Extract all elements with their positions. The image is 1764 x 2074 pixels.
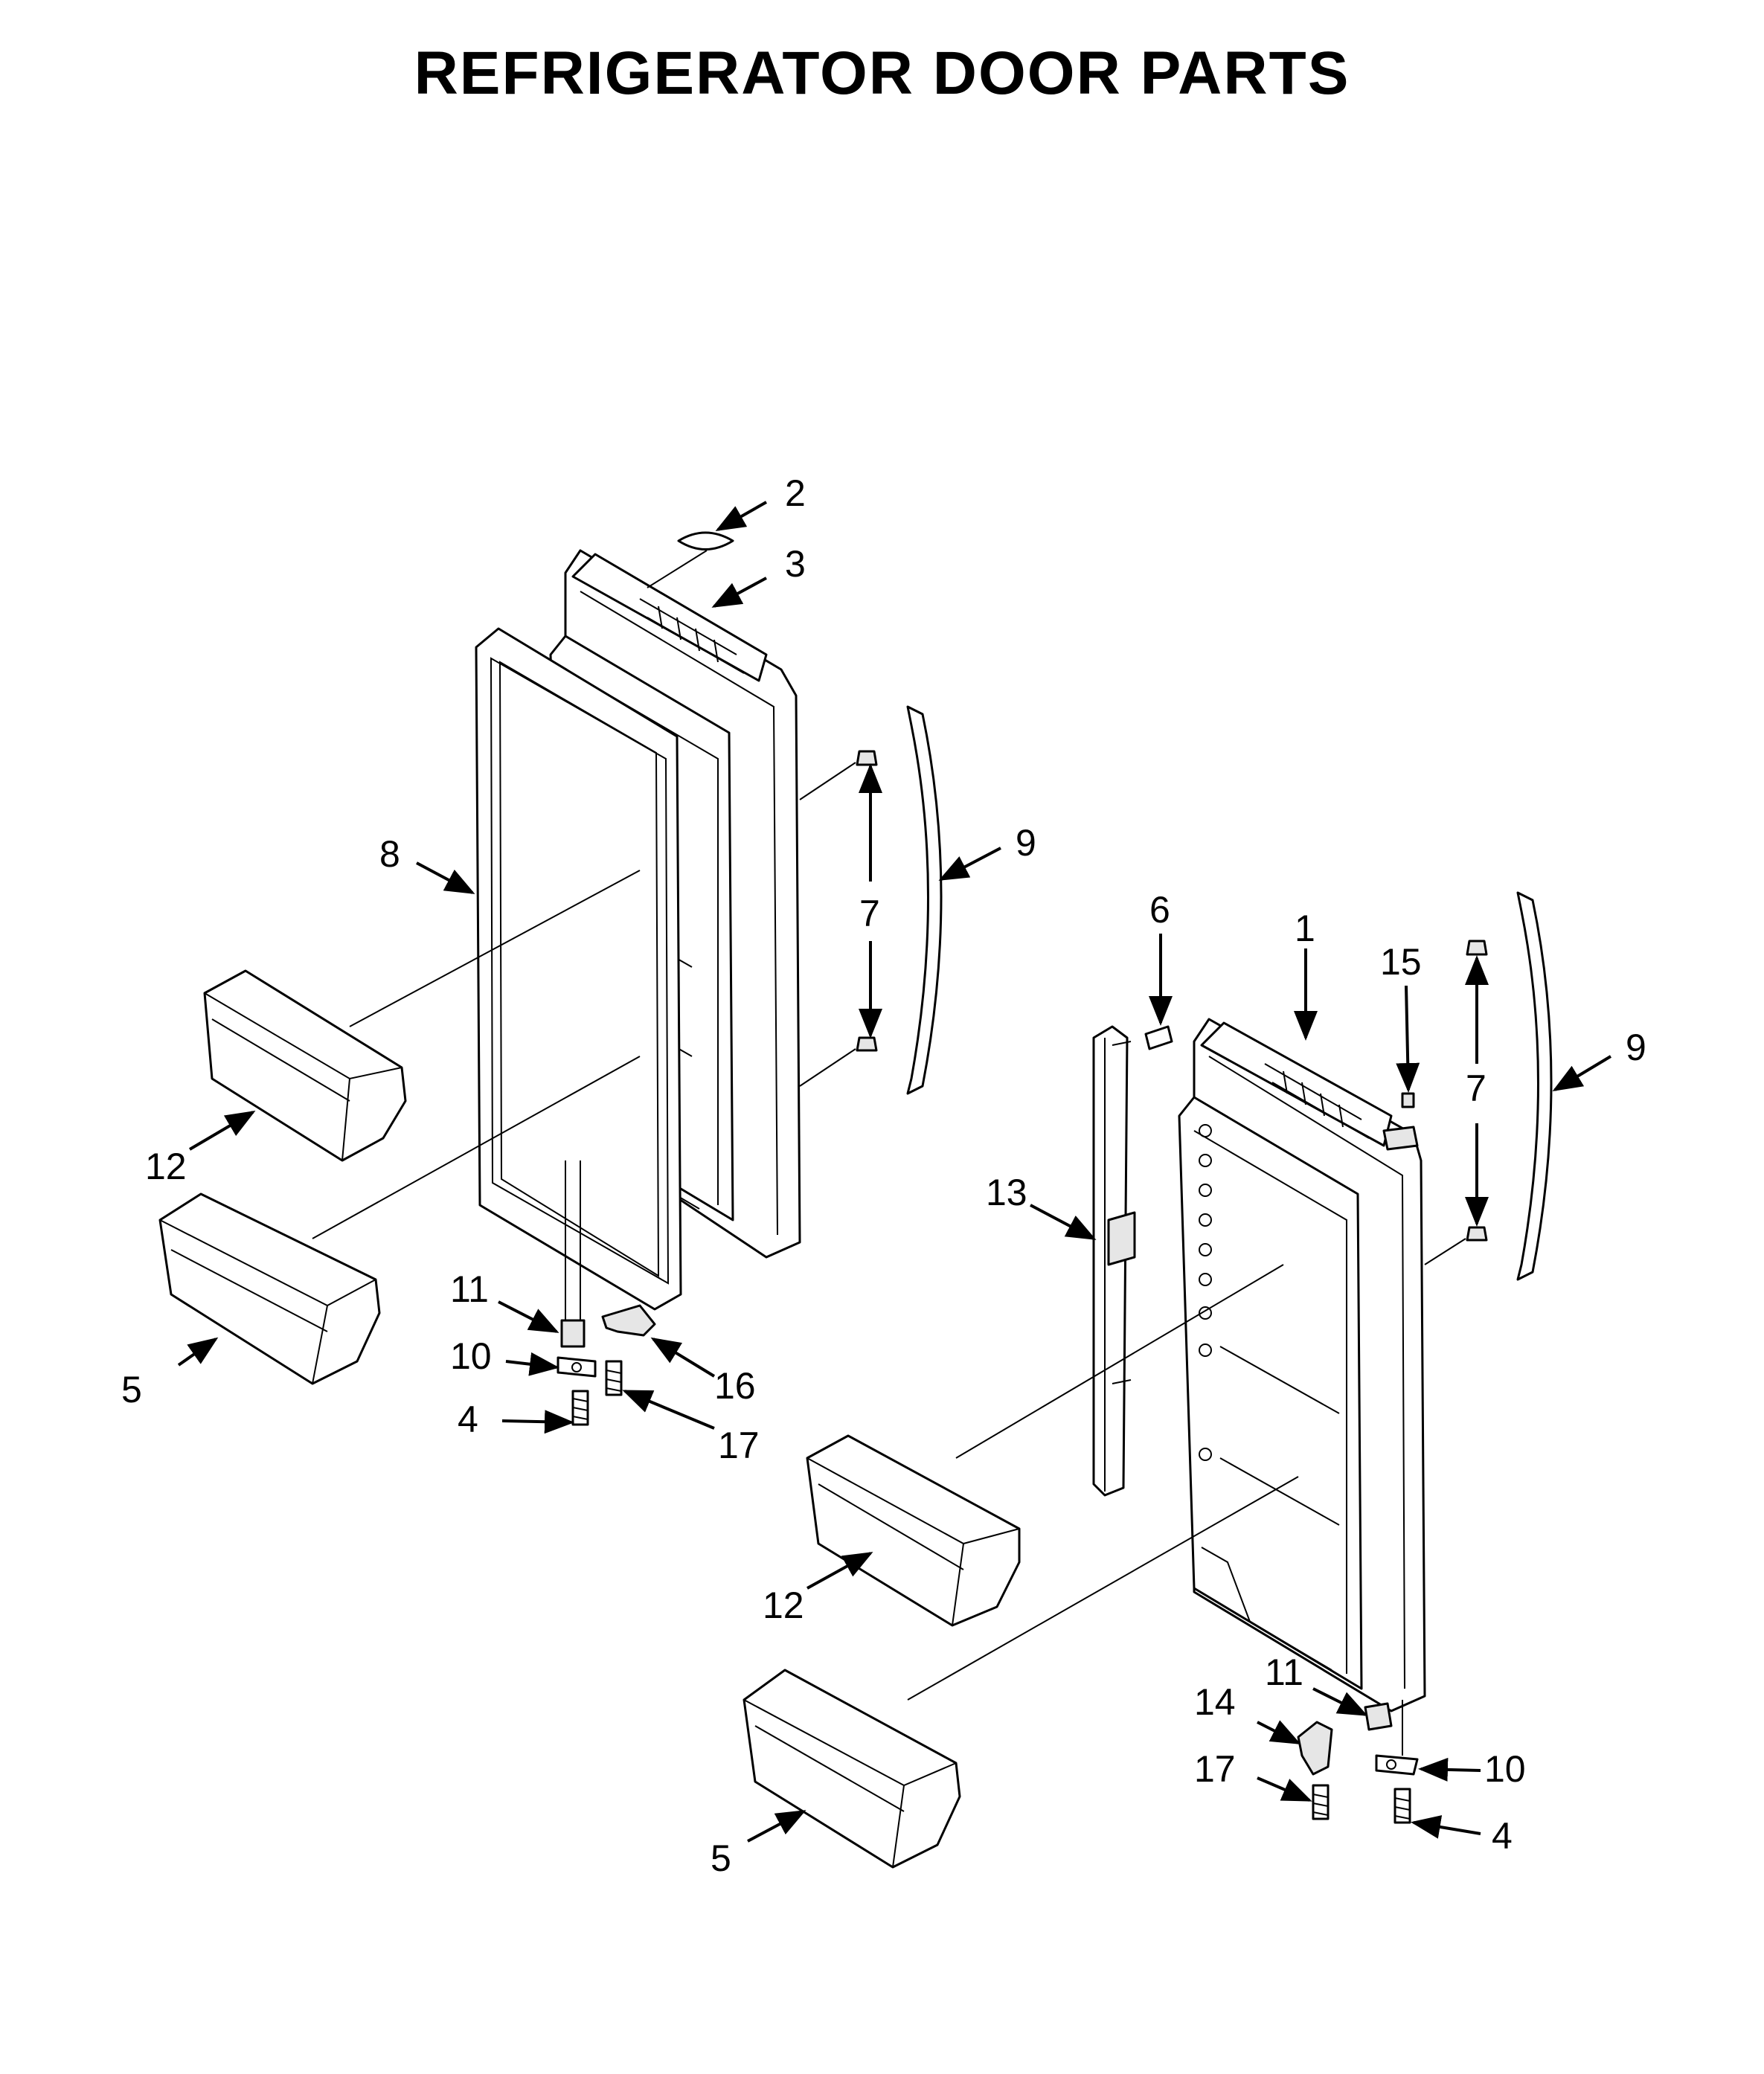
callout-10-right: 10 [1484,1748,1526,1790]
part-4 [571,1390,589,1426]
callout-12-right: 12 [763,1585,804,1626]
part-11 [560,1319,586,1348]
callout-17-left: 17 [718,1425,760,1466]
left-bin-12 [203,870,641,1162]
callout-12-left: 12 [145,1146,187,1187]
callout-14: 14 [1194,1681,1236,1723]
callout-9-left: 9 [1016,822,1036,864]
callout-17-right: 17 [1194,1748,1236,1790]
callout-5-right: 5 [711,1837,731,1879]
right-bin-5 [743,1476,1299,1869]
callout-1: 1 [1295,908,1315,949]
callout-16: 16 [714,1365,756,1407]
callout-3: 3 [785,543,806,585]
part-9-left [906,705,943,1095]
part-14 [1297,1721,1333,1776]
callout-6: 6 [1149,889,1170,931]
callout-2: 2 [785,472,806,514]
left-bin-5 [158,1056,641,1385]
left-door-assembly [475,531,943,1426]
part-17 [605,1360,623,1396]
callout-labels: 2 3 8 9 7 12 5 11 10 16 4 17 6 1 15 9 7 … [121,472,1646,1879]
right-bin-12 [806,1264,1284,1627]
callout-4-left: 4 [458,1399,478,1440]
callout-11-left: 11 [450,1268,489,1310]
part-1 [1200,1021,1393,1147]
callout-7-left: 7 [859,893,880,934]
callout-9-right: 9 [1626,1027,1646,1068]
part-6 [1144,1025,1173,1050]
callout-8: 8 [379,833,400,875]
callout-5-left: 5 [121,1369,142,1410]
callout-7-right: 7 [1466,1068,1486,1109]
part-10-right [1375,1754,1419,1776]
right-door-assembly [1178,891,1553,1824]
part-8 [475,627,682,1311]
part-15 [1401,1092,1415,1108]
part-13 [1092,1025,1136,1497]
callout-15: 15 [1380,941,1422,983]
part-2 [677,531,734,550]
callout-4-right: 4 [1492,1815,1513,1857]
part-9-right [1516,891,1553,1281]
part-10 [557,1356,597,1378]
callout-10-left: 10 [450,1335,492,1377]
part-3 [571,553,768,682]
callout-13: 13 [986,1172,1027,1213]
leader-arrows [177,501,1612,1843]
part-16 [601,1304,656,1337]
callout-11-right: 11 [1265,1651,1303,1693]
diagram-title: REFRIGERATOR DOOR PARTS [414,39,1350,107]
